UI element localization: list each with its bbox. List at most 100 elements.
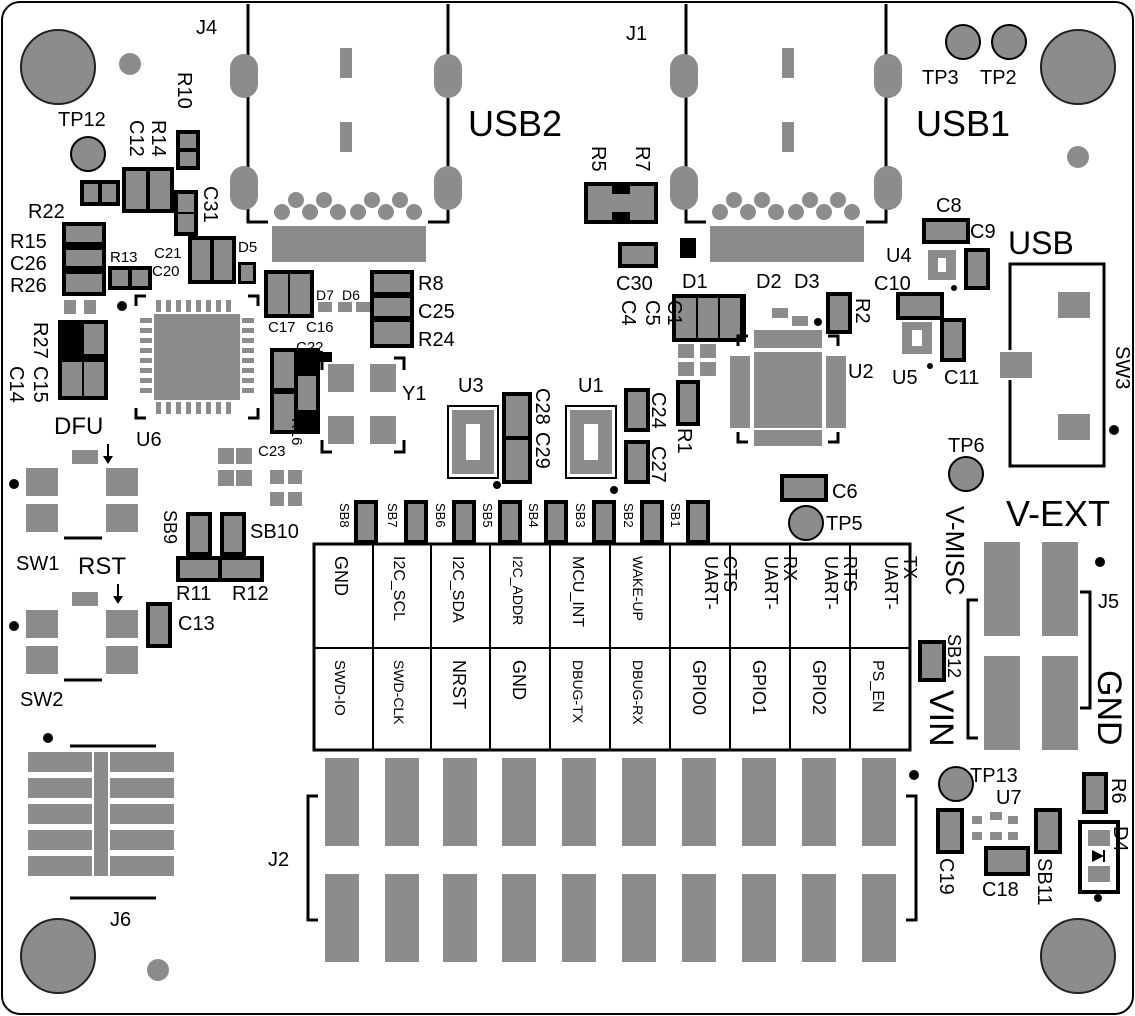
j2-pad [562, 874, 596, 962]
tp13-label: TP13 [970, 765, 1018, 787]
vin-label: VIN [922, 690, 960, 747]
header-bottom-row-labels: SWD-IO SWD-CLK NRST GND DBUG-TX DBUG-RX … [331, 660, 886, 725]
sb9-label: SB9 [160, 510, 180, 544]
tp6-label: TP6 [948, 435, 985, 457]
sb4-label: SB4 [526, 503, 541, 528]
j2-pad [862, 758, 896, 846]
j2-pad [862, 874, 896, 962]
c31-label: C31 [199, 186, 221, 223]
usb2-connector-j4 [230, 4, 462, 262]
u4-u5-chips [902, 250, 957, 369]
c8-label: C8 [936, 195, 962, 217]
r1-label: R1 [673, 428, 695, 454]
sb6-label: SB6 [433, 503, 448, 528]
pin-label-bottom-6: DBUG-RX [630, 660, 646, 725]
pin-label-top-2: I2C_SCL [390, 556, 407, 621]
sw3-label: SW3 [1111, 346, 1133, 389]
c25-label: C25 [418, 301, 455, 323]
r14-label: R14 [147, 120, 169, 157]
d3-label: D3 [794, 271, 820, 293]
usb1-connector-j1 [670, 4, 902, 262]
r26-label: R26 [10, 275, 47, 297]
u6-mcu-qfn [117, 294, 260, 420]
j2-pad [443, 758, 477, 846]
sb11-label: SB11 [1033, 858, 1055, 905]
pin-label-table [312, 542, 912, 752]
d1-label: D1 [682, 271, 708, 293]
c10-label: C10 [874, 273, 911, 295]
c20-label: C20 [152, 263, 180, 280]
r12-label: R12 [232, 583, 269, 605]
gnd-label: GND [1090, 670, 1128, 746]
j4-label: J4 [196, 17, 217, 39]
pin-label-bottom-9: GPIO2 [809, 660, 829, 715]
u3-chip [447, 405, 501, 489]
j2-pad [385, 758, 419, 846]
u2-chip [730, 318, 846, 446]
pin-label-top-4: I2C_ADDR [510, 556, 526, 625]
pin-label-bottom-4: GND [509, 660, 529, 700]
r5-label: R5 [587, 146, 609, 172]
v-ext-label: V-EXT [1006, 493, 1110, 534]
v-misc-label: V-MISC [940, 506, 970, 596]
usb-label: USB [1008, 225, 1074, 261]
sb7-label: SB7 [385, 503, 400, 528]
sw2-rst-button [9, 584, 138, 682]
test-points [70, 24, 1027, 802]
pin-label-bottom-10: PS_EN [869, 660, 886, 712]
u3-label: U3 [458, 375, 484, 397]
j5-header [966, 542, 1105, 750]
silkscreen-labels: J4 J1 USB2 USB1 USB TP3 TP2 TP12 R10 C12… [5, 17, 1133, 931]
pin-label-bottom-5: DBUG-TX [570, 660, 586, 724]
tp12-label: TP12 [58, 109, 106, 131]
header-top-row-labels: GND I2C_SCL I2C_SDA I2C_ADDR MCU_INT WAK… [331, 556, 920, 627]
r16-label: R16 [288, 418, 305, 446]
c27-label: C27 [647, 446, 669, 483]
pin-label-bottom-1: SWD-IO [331, 660, 348, 716]
pin-label-top-10: UART-TX [881, 556, 920, 610]
c14-label: C14 [5, 366, 27, 403]
rst-label: RST [78, 553, 126, 580]
sw1-dfu-button [9, 444, 138, 540]
j2-pad [502, 758, 536, 846]
r10-label: R10 [173, 72, 195, 109]
mounting-holes [20, 29, 1116, 994]
u6-pins [140, 300, 254, 414]
j2-pad [682, 874, 716, 962]
smd-components [58, 130, 1120, 894]
c15-label: C15 [29, 366, 51, 403]
d6-label: D6 [342, 287, 360, 303]
j6-label: J6 [110, 909, 131, 931]
c6-label: C6 [832, 481, 858, 503]
c23-label: C23 [258, 443, 286, 460]
sb2-label: SB2 [621, 503, 636, 528]
dfu-label: DFU [54, 413, 103, 440]
pin-label-top-8: UART-RX [761, 556, 800, 610]
j2-pad [682, 758, 716, 846]
j2-pad [802, 874, 836, 962]
j2-pad [742, 758, 776, 846]
pin-label-bottom-8: GPIO1 [749, 660, 769, 715]
u5-label: U5 [892, 367, 918, 389]
j6-header [28, 733, 174, 900]
c29-label: C29 [531, 432, 553, 469]
j2-pads [325, 758, 896, 962]
r22-label: R22 [28, 201, 65, 223]
sb3-label: SB3 [573, 503, 588, 528]
j2-pad [622, 874, 656, 962]
j2-pad [622, 758, 656, 846]
d4-label: D4 [1109, 826, 1131, 852]
sb1-label: SB1 [668, 503, 683, 528]
pin-label-top-3: I2C_SDA [449, 556, 466, 623]
solder-bridge-labels: SB8 SB7 SB6 SB5 SB4 SB3 SB2 SB1 [337, 503, 683, 528]
j2-pad [325, 874, 359, 962]
u1-label: U1 [578, 375, 604, 397]
j2-header [306, 770, 919, 922]
r11-label: R11 [176, 583, 211, 605]
u4-label: U4 [886, 245, 912, 267]
y1-crystal [306, 356, 406, 454]
c1-label: C1 [663, 300, 685, 326]
j2-label: J2 [268, 849, 289, 871]
y1-label: Y1 [402, 383, 426, 405]
j2-pad [802, 758, 836, 846]
